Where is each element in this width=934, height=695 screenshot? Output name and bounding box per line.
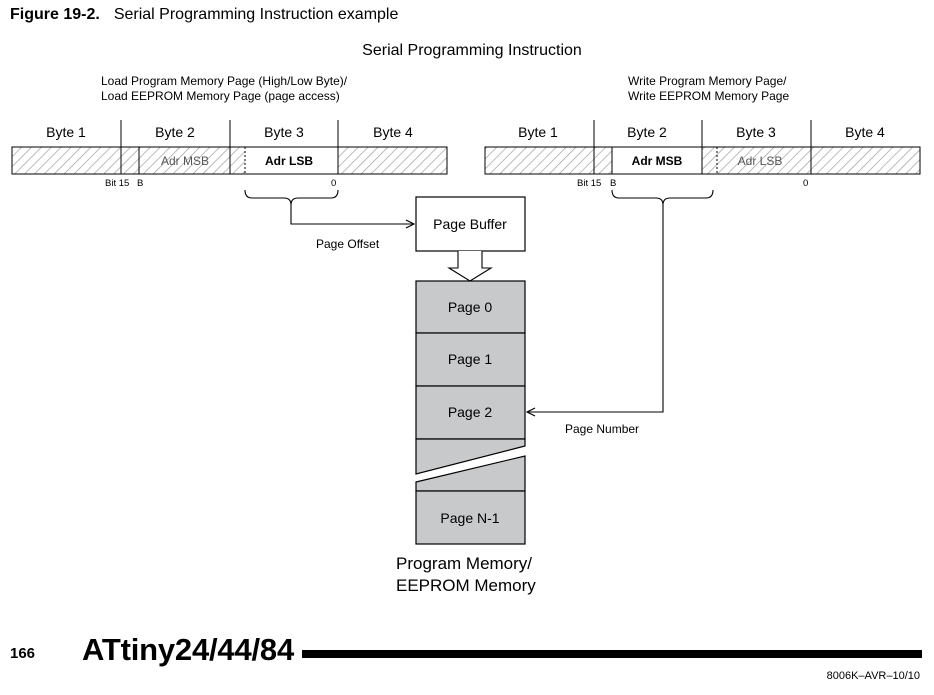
load-adr-msb-text: Adr MSB	[161, 154, 209, 168]
page-number-label: Page Number	[565, 422, 639, 436]
load-byte4-label: Byte 4	[373, 124, 413, 140]
figure-caption: Figure 19-2. Serial Programming Instructi…	[10, 6, 398, 24]
load-instruction: Load Program Memory Page (High/Low Byte)…	[11, 74, 448, 251]
memory-label-line2: EEPROM Memory	[396, 576, 536, 595]
memory-page-n-1	[415, 490, 526, 545]
page-number-arrow	[527, 205, 664, 412]
load-description-line2: Load EEPROM Memory Page (page access)	[101, 89, 340, 103]
write-description-line1: Write Program Memory Page/	[628, 74, 787, 88]
memory-page-1-label: Page 1	[448, 351, 493, 367]
page-number: 166	[10, 645, 36, 662]
load-byte1-label: Byte 1	[46, 124, 86, 140]
load-byte3-label: Byte 3	[264, 124, 304, 140]
load-bit-b-label: B	[137, 178, 143, 189]
load-description-line1: Load Program Memory Page (High/Low Byte)…	[101, 74, 348, 88]
memory-stack: Page 0 Page 1 Page 2 Page N-1	[415, 280, 526, 545]
figure-caption-text: Serial Programming Instruction example	[113, 6, 399, 23]
memory-page-1	[415, 332, 526, 387]
write-byte2-label: Byte 2	[627, 124, 667, 140]
write-bit0-label: 0	[803, 178, 808, 189]
page-offset-label: Page Offset	[316, 237, 380, 251]
memory-page-2-label: Page 2	[448, 404, 493, 420]
load-adr-lsb-text: Adr LSB	[265, 154, 313, 168]
load-byte2-label: Byte 2	[155, 124, 195, 140]
write-bit15-label: Bit 15	[577, 178, 601, 189]
write-number-brace	[611, 189, 714, 206]
page-buffer-label: Page Buffer	[433, 216, 507, 232]
load-offset-brace	[244, 189, 339, 206]
memory-page-0	[415, 280, 526, 334]
buffer-to-memory-arrow	[447, 251, 493, 282]
memory-page-n-1-label: Page N-1	[440, 510, 499, 526]
write-adr-lsb-text: Adr LSB	[738, 154, 783, 168]
memory-break-top	[415, 438, 526, 475]
write-byte4-label: Byte 4	[845, 124, 885, 140]
document-title: ATtiny24/44/84	[82, 632, 295, 667]
title-rule	[302, 650, 922, 658]
diagram-title: Serial Programming Instruction	[362, 42, 582, 59]
load-bit15-label: Bit 15	[105, 178, 129, 189]
load-bit0-label: 0	[331, 178, 336, 189]
memory-page-2	[415, 385, 526, 440]
write-description-line2: Write EEPROM Memory Page	[628, 89, 789, 103]
write-adr-msb-field	[612, 147, 702, 174]
page-buffer-box	[415, 196, 526, 252]
write-bit-b-label: B	[610, 178, 616, 189]
write-instruction: Write Program Memory Page/ Write EEPROM …	[484, 74, 921, 436]
load-adr-lsb-field	[245, 147, 338, 174]
write-adr-msb-text: Adr MSB	[632, 154, 683, 168]
write-byte3-label: Byte 3	[736, 124, 776, 140]
write-byte1-label: Byte 1	[518, 124, 558, 140]
page-offset-arrow	[290, 205, 414, 224]
memory-label-line1: Program Memory/	[396, 554, 532, 573]
memory-page-0-label: Page 0	[448, 299, 493, 315]
serial-programming-diagram: Serial Programming Instruction Load Prog…	[11, 42, 921, 595]
figure-label: Figure 19-2.	[10, 6, 100, 23]
document-code: 8006K–AVR–10/10	[826, 670, 920, 682]
